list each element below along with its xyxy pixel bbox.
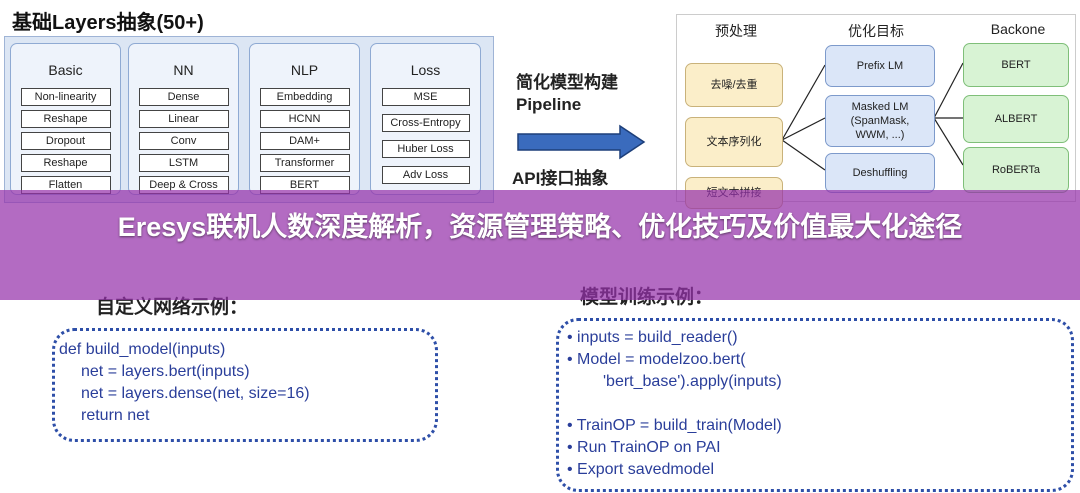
backbone-box: RoBERTa xyxy=(963,147,1069,193)
train-example-code: • inputs = build_reader() • Model = mode… xyxy=(556,318,1074,492)
backbone-box: ALBERT xyxy=(963,95,1069,143)
code-line: return net xyxy=(81,407,150,424)
title-banner xyxy=(0,190,1080,300)
code-text: TrainOP = build_train(Model) xyxy=(576,417,782,434)
column-head: Loss xyxy=(410,62,441,78)
diagram-connectors xyxy=(781,62,964,171)
layer-column-nlp: NLP Embedding HCNN DAM+ Transformer BERT xyxy=(249,43,360,195)
layer-item: Dropout xyxy=(20,132,111,150)
code-line: • Model = modelzoo.bert( xyxy=(567,351,746,368)
objective-box: Prefix LM xyxy=(825,45,935,87)
diagram-head: 预处理 xyxy=(715,23,757,39)
layers-title: 基础Layers抽象(50+) xyxy=(12,12,204,34)
layer-item: Cross-Entropy xyxy=(381,114,470,132)
layer-item: LSTM xyxy=(138,154,229,172)
code-text: inputs = build_reader() xyxy=(577,329,738,346)
code-line: • Run TrainOP on PAI xyxy=(567,439,721,456)
layer-item: Non-linearity xyxy=(20,88,111,106)
layer-item: Dense xyxy=(138,88,229,106)
custom-network-code: def build_model(inputs) net = layers.ber… xyxy=(52,328,438,442)
right-arrow-icon xyxy=(517,124,646,160)
layer-column-loss: Loss MSE Cross-Entropy Huber Loss Adv Lo… xyxy=(370,43,481,195)
layer-column-basic: Basic Non-linearity Reshape Dropout Resh… xyxy=(10,43,121,195)
layer-item: Reshape xyxy=(20,154,111,172)
code-line: net = layers.dense(net, size=16) xyxy=(81,385,310,402)
column-head: Basic xyxy=(48,62,83,78)
code-line: • TrainOP = build_train(Model) xyxy=(567,417,782,434)
layer-item: MSE xyxy=(381,88,470,106)
column-head: NLP xyxy=(290,62,319,78)
layer-item: HCNN xyxy=(259,110,350,128)
code-line: 'bert_base').apply(inputs) xyxy=(603,373,782,390)
layer-item: Conv xyxy=(138,132,229,150)
layer-item: Flatten xyxy=(20,176,111,194)
layer-item: Linear xyxy=(138,110,229,128)
custom-network-title: 自定义网络示例： xyxy=(96,297,249,318)
code-line: net = layers.bert(inputs) xyxy=(81,363,250,380)
layer-item: Adv Loss xyxy=(381,166,470,184)
code-line: • inputs = build_reader() xyxy=(567,329,738,346)
objective-box: Deshuffling xyxy=(825,153,935,193)
code-text: Model = modelzoo.bert( xyxy=(577,351,746,368)
layer-item: DAM+ xyxy=(259,132,350,150)
layer-column-nn: NN Dense Linear Conv LSTM Deep & Cross xyxy=(128,43,239,195)
preprocess-box: 文本序列化 xyxy=(685,117,783,167)
column-head: NN xyxy=(173,62,194,78)
api-label: API接口抽象 xyxy=(512,169,609,188)
layer-item: Reshape xyxy=(20,110,111,128)
backbone-box: BERT xyxy=(963,43,1069,87)
code-text: Export savedmodel xyxy=(577,461,715,478)
pipeline-label: 简化模型构建Pipeline xyxy=(516,73,618,114)
diagram-head: 优化目标 xyxy=(848,23,904,39)
objective-box: Masked LM (SpanMask, WWM, ...) xyxy=(825,95,935,147)
layer-item: Transformer xyxy=(259,154,350,172)
layer-item: Huber Loss xyxy=(381,140,470,158)
diagram-head: Backone xyxy=(990,21,1046,37)
code-line xyxy=(567,393,1071,415)
banner-title: Eresys联机人数深度解析，资源管理策略、优化技巧及价值最大化途径 xyxy=(117,212,963,242)
layer-item: Deep & Cross xyxy=(138,176,229,194)
pretrain-diagram: 预处理 优化目标 Backone 去噪/去重 文本序列化 短文本拼接 Prefi… xyxy=(676,14,1076,209)
code-line: • Export savedmodel xyxy=(567,461,715,478)
code-text: Run TrainOP on PAI xyxy=(577,439,721,456)
preprocess-box: 去噪/去重 xyxy=(685,63,783,107)
code-line: def build_model(inputs) xyxy=(59,341,226,358)
layer-item: Embedding xyxy=(259,88,350,106)
